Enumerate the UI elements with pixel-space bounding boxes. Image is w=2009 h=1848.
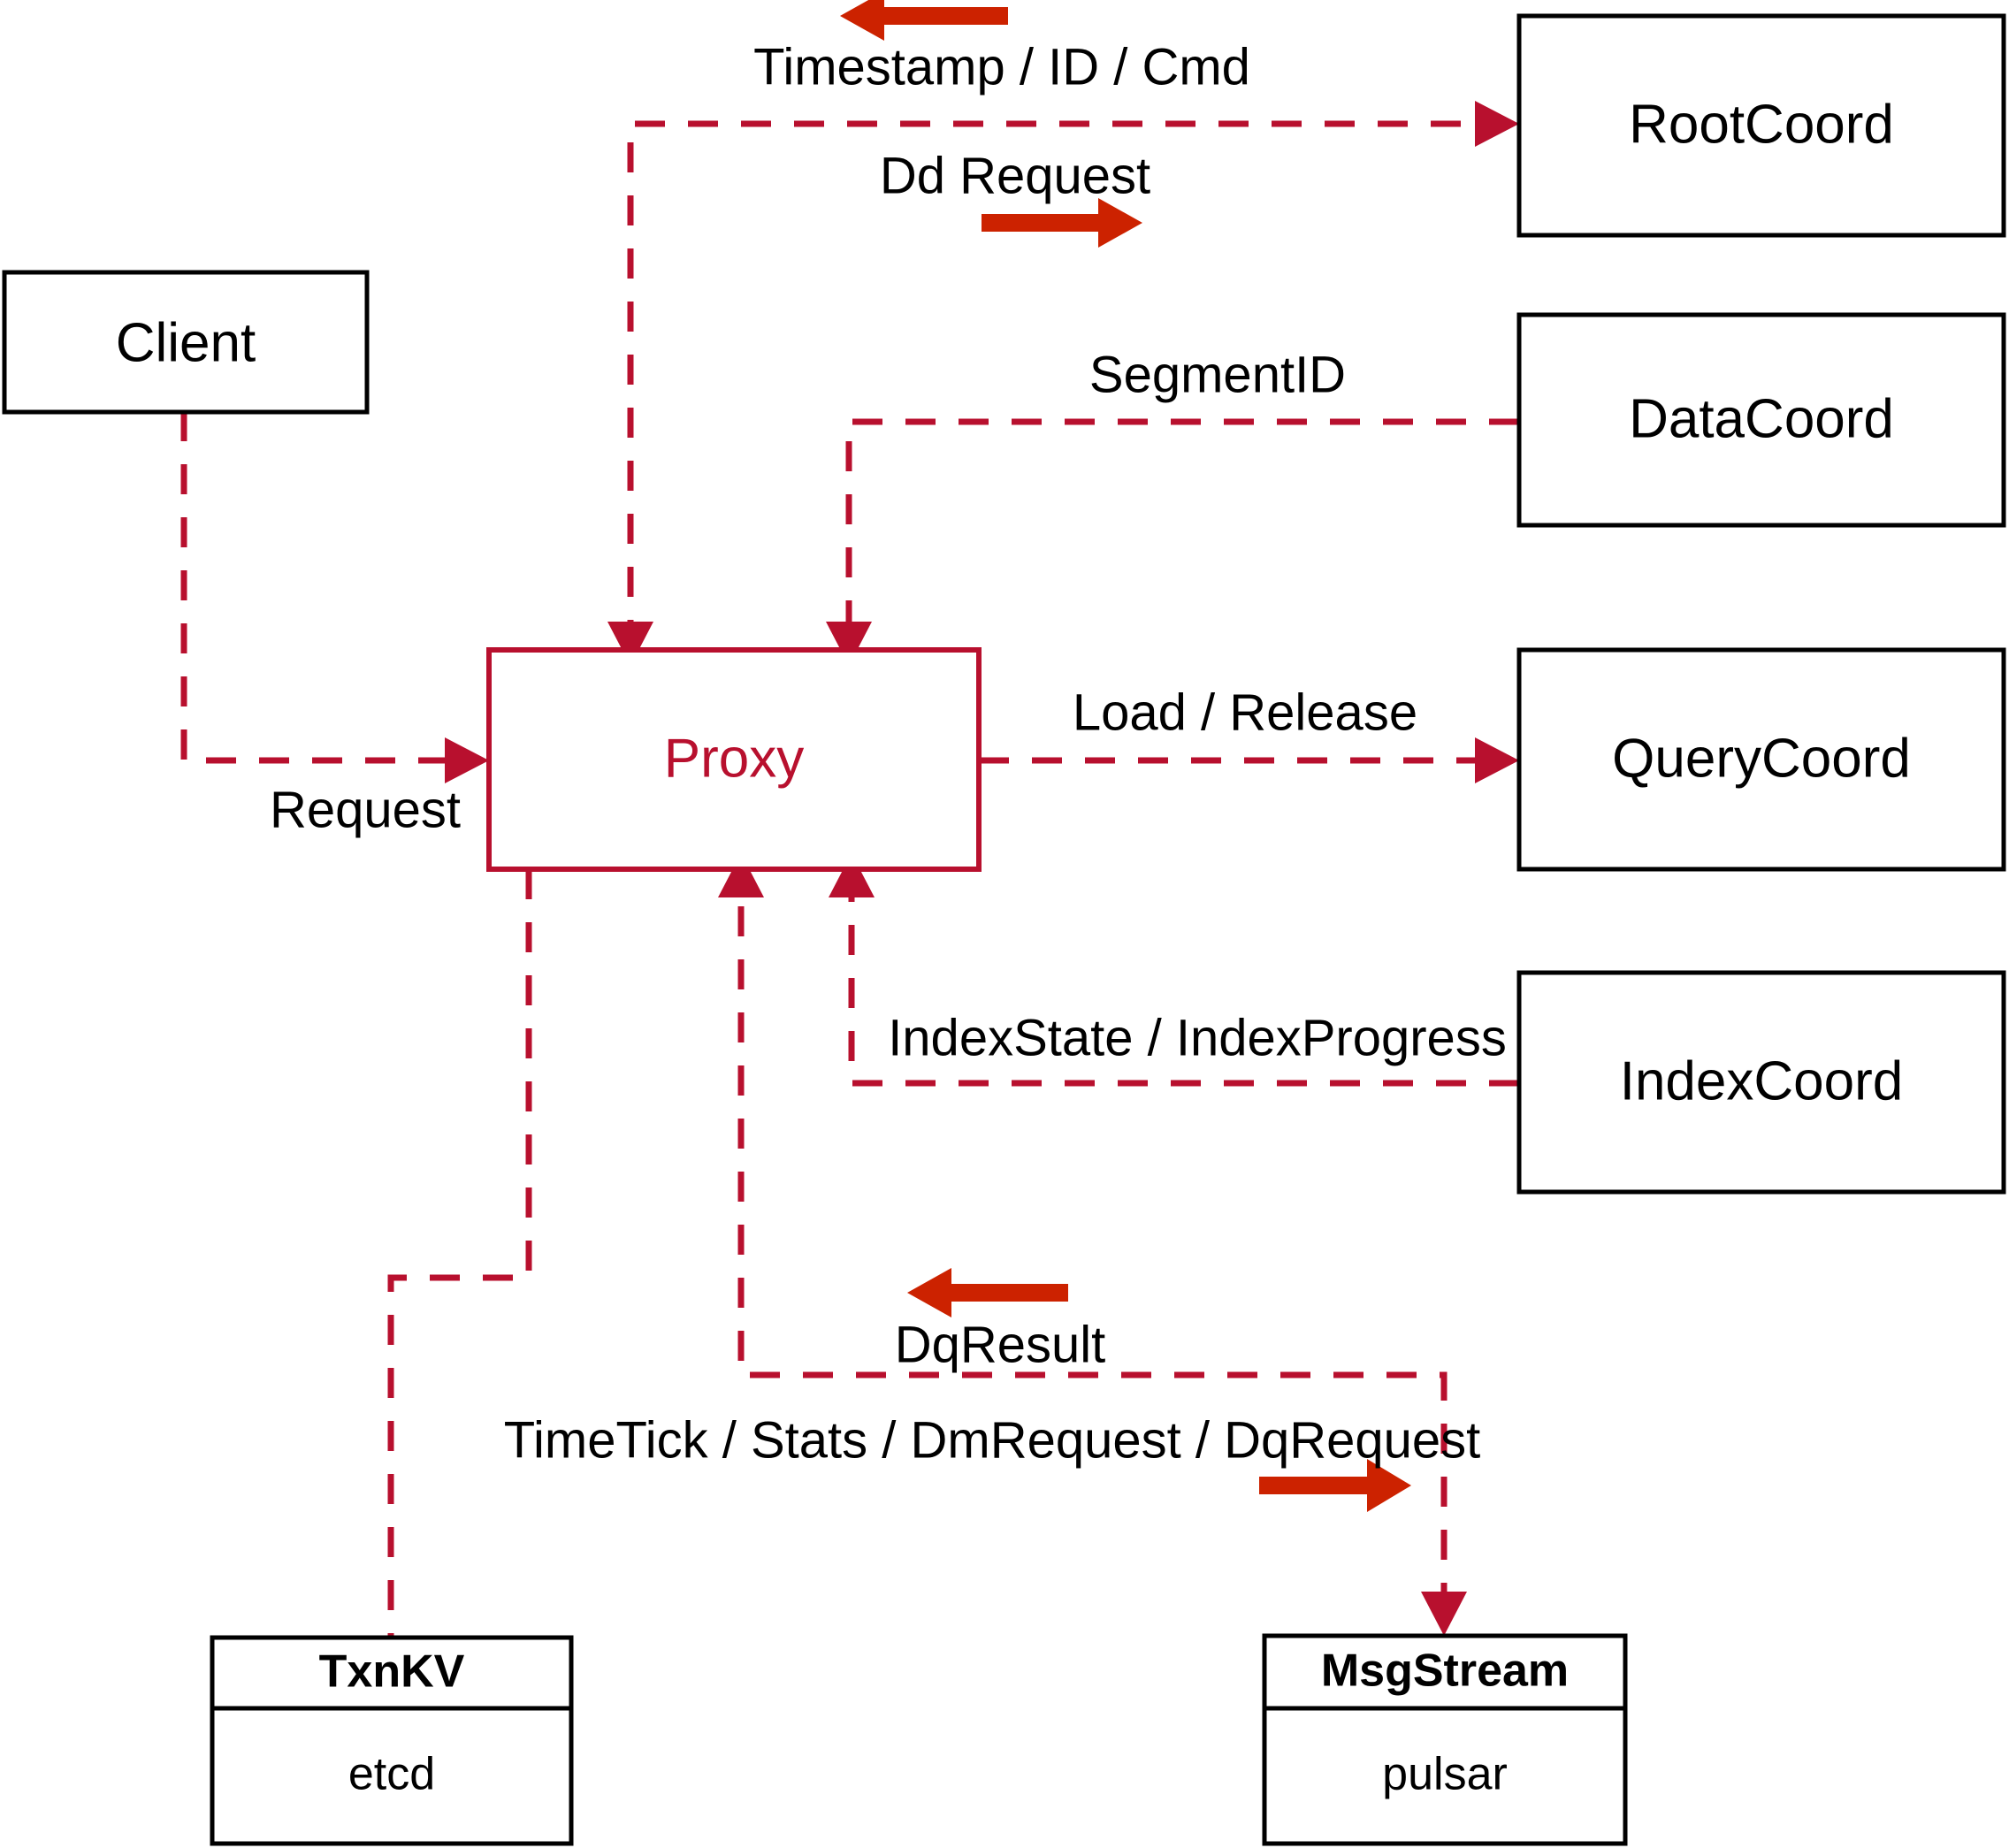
node-client-label: Client — [116, 312, 256, 373]
edge-arrowhead-proxy-top-left — [607, 622, 653, 666]
node-rootcoord-label: RootCoord — [1629, 94, 1894, 155]
node-msgstream-label: MsgStream — [1321, 1646, 1569, 1697]
edge-label-timetick-stats: TimeTick / Stats / DmRequest / DqRequest — [504, 1411, 1481, 1469]
edge-label-segment-id: SegmentID — [1089, 346, 1346, 403]
edge-arrowhead-proxy-bottom-right — [829, 853, 875, 897]
node-datacoord-box — [1516, 312, 2006, 528]
edge-label-timestamp-id-cmd: Timestamp / ID / Cmd — [753, 38, 1250, 95]
node-querycoord-box — [1516, 647, 2006, 872]
edge-line-client-proxy — [180, 411, 473, 764]
edge-label-dq-result: DqResult — [895, 1316, 1106, 1373]
node-msgstream[interactable]: MsgStream pulsar — [1262, 1633, 1628, 1846]
node-querycoord[interactable]: QueryCoord — [1516, 647, 2006, 872]
edge-arrowhead-proxy-bottom-mid — [718, 853, 764, 897]
node-proxy[interactable]: Proxy — [486, 647, 982, 872]
node-client[interactable]: Client — [2, 270, 370, 415]
edge-line-indexcoord-proxy — [848, 869, 1519, 1087]
node-datacoord[interactable]: DataCoord — [1516, 312, 2006, 528]
edge-label-index-state: IndexState / IndexProgress — [888, 1009, 1507, 1066]
node-proxy-box — [486, 647, 982, 872]
node-txnkv[interactable]: TxnKV etcd — [210, 1635, 574, 1846]
edge-label-dd-request: Dd Request — [880, 147, 1150, 204]
node-datacoord-label: DataCoord — [1629, 388, 1894, 449]
node-querycoord-label: QueryCoord — [1612, 728, 1911, 789]
node-proxy-label: Proxy — [664, 728, 804, 789]
edge-arrowhead-proxy-left — [445, 737, 489, 783]
node-indexcoord[interactable]: IndexCoord — [1516, 970, 2006, 1195]
edge-arrowhead-msgstream — [1421, 1592, 1467, 1636]
node-msgstream-impl: pulsar — [1382, 1749, 1508, 1800]
direction-arrow-timetick — [1259, 1459, 1411, 1512]
node-rootcoord[interactable]: RootCoord — [1516, 13, 2006, 238]
edge-line-datacoord-proxy — [845, 418, 1519, 650]
direction-arrow-timestamp — [840, 0, 1008, 41]
direction-arrow-dd-request — [982, 198, 1142, 248]
node-txnkv-box — [210, 1635, 574, 1846]
edge-line-proxy-msgstream — [737, 853, 1448, 1620]
node-client-box — [2, 270, 370, 415]
node-txnkv-label: TxnKV — [319, 1646, 465, 1698]
edge-line-proxy-txnkv — [387, 869, 532, 1638]
node-indexcoord-box — [1516, 970, 2006, 1195]
edge-arrowhead-proxy-top-right — [826, 622, 872, 666]
direction-arrow-dq-result — [907, 1268, 1068, 1317]
edge-arrowhead-querycoord — [1475, 737, 1519, 783]
node-msgstream-box — [1262, 1633, 1628, 1846]
edge-label-request: Request — [270, 781, 461, 838]
node-indexcoord-label: IndexCoord — [1620, 1050, 1904, 1111]
node-rootcoord-box — [1516, 13, 2006, 238]
edge-arrowhead-rootcoord — [1475, 101, 1519, 147]
node-txnkv-impl: etcd — [348, 1749, 435, 1800]
edge-line-proxy-rootcoord — [627, 120, 1503, 650]
edge-label-load-release: Load / Release — [1073, 683, 1417, 741]
